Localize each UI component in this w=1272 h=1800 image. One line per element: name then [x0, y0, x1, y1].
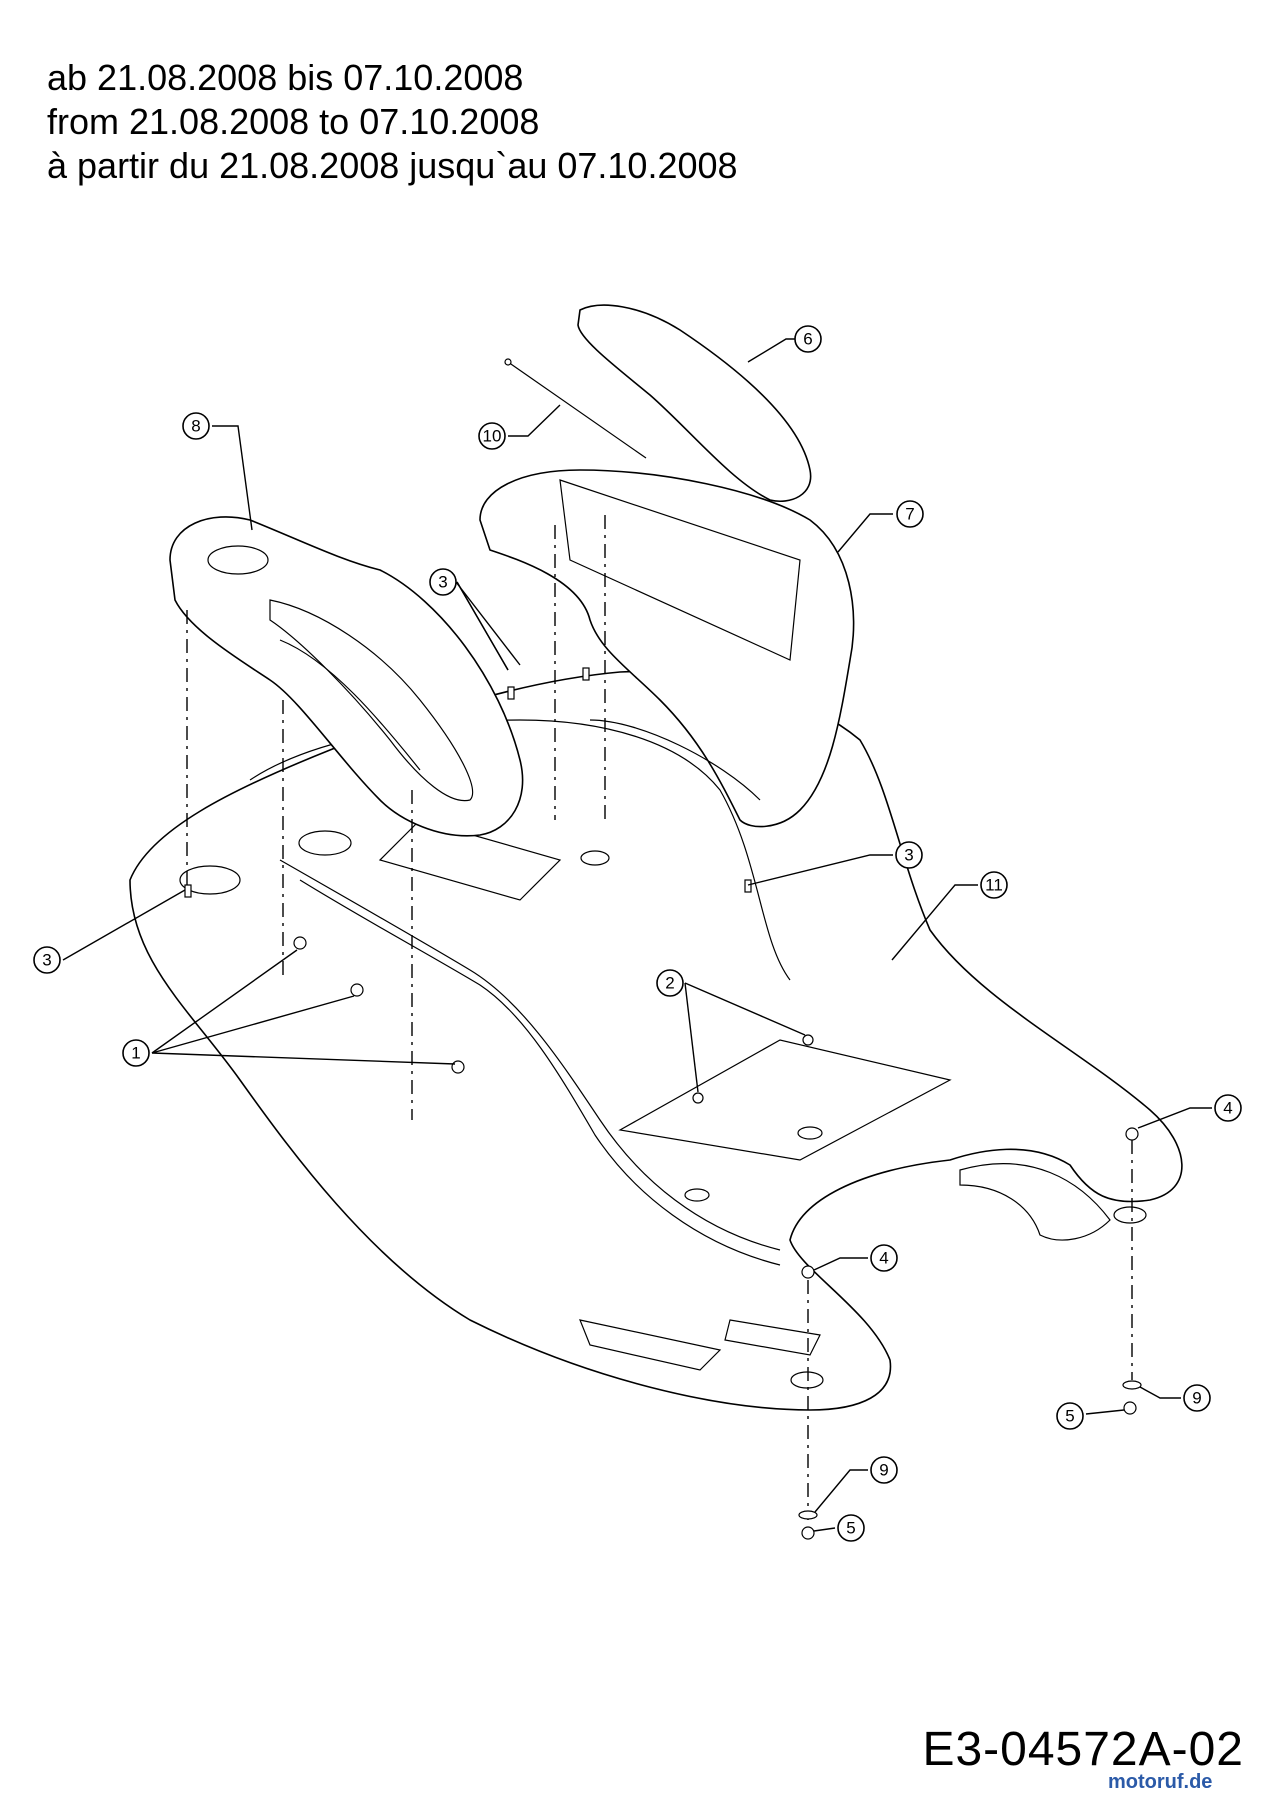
- callout-6: 6: [794, 325, 822, 353]
- screw-2b: [802, 1034, 814, 1046]
- callout-10: 10: [478, 422, 506, 450]
- callout-4-right-label: 4: [1223, 1099, 1232, 1118]
- screw-1b: [350, 983, 364, 997]
- washer-9a: [798, 1510, 818, 1520]
- callout-5-center: 5: [837, 1514, 865, 1542]
- screw-2a: [692, 1092, 704, 1104]
- callout-7: 7: [896, 500, 924, 528]
- callout-8-label: 8: [191, 417, 200, 436]
- pin-3b: [507, 686, 515, 700]
- validity-line-fr: à partir du 21.08.2008 jusqu`au 07.10.20…: [47, 145, 738, 186]
- callout-9-center-label: 9: [879, 1461, 888, 1480]
- part-6-pad: [577, 304, 812, 502]
- callout-1: 1: [122, 1039, 150, 1067]
- validity-note: ab 21.08.2008 bis 07.10.2008 from 21.08.…: [47, 56, 738, 188]
- pin-3a: [184, 884, 192, 898]
- screw-1a: [293, 936, 307, 950]
- part-8-console: [169, 516, 524, 837]
- bolt-4b: [1125, 1127, 1139, 1141]
- callout-3-left: 3: [33, 946, 61, 974]
- callout-2-label: 2: [665, 974, 674, 993]
- pin-3c: [582, 667, 590, 681]
- callout-4-center-label: 4: [879, 1249, 888, 1268]
- screw-1c: [451, 1060, 465, 1074]
- callout-6-label: 6: [803, 330, 812, 349]
- bolt-4a: [801, 1265, 815, 1279]
- callout-5-center-label: 5: [846, 1519, 855, 1538]
- watermark-text: motoruf.de: [1108, 1771, 1212, 1793]
- callout-1-label: 1: [131, 1044, 140, 1063]
- callout-2: 2: [656, 969, 684, 997]
- nut-5b: [1123, 1401, 1137, 1415]
- callout-10-label: 10: [483, 427, 502, 446]
- washer-9b: [1122, 1380, 1142, 1390]
- part-7-cover: [479, 469, 855, 828]
- validity-line-en: from 21.08.2008 to 07.10.2008: [47, 101, 540, 142]
- part-10-pin: [504, 358, 647, 459]
- callout-9-center: 9: [870, 1456, 898, 1484]
- part-11-body: [129, 670, 1183, 1411]
- watermark-logo: motoruf.de: [1108, 1771, 1212, 1793]
- callout-5-right-label: 5: [1065, 1407, 1074, 1426]
- callout-9-right-label: 9: [1192, 1389, 1201, 1408]
- callout-8: 8: [182, 412, 210, 440]
- callout-4-center: 4: [870, 1244, 898, 1272]
- callout-4-right: 4: [1214, 1094, 1242, 1122]
- callout-11-label: 11: [985, 876, 1003, 895]
- callout-7-label: 7: [905, 505, 914, 524]
- nut-5a: [801, 1526, 815, 1540]
- callout-9-right: 9: [1183, 1384, 1211, 1412]
- callout-3-right: 3: [895, 841, 923, 869]
- callout-11: 11: [980, 871, 1008, 899]
- callout-3-top: 3: [429, 568, 457, 596]
- pin-3d: [744, 879, 752, 893]
- validity-line-de: ab 21.08.2008 bis 07.10.2008: [47, 57, 524, 98]
- callout-3-left-label: 3: [42, 951, 51, 970]
- drawing-number: E3-04572A-02: [922, 1723, 1244, 1776]
- leader-lines: [62, 338, 1212, 1532]
- callout-5-right: 5: [1056, 1402, 1084, 1430]
- hardware: [184, 667, 1142, 1540]
- callout-3-right-label: 3: [904, 846, 913, 865]
- callout-3-top-label: 3: [438, 573, 447, 592]
- assembly-lines: [186, 515, 1133, 1520]
